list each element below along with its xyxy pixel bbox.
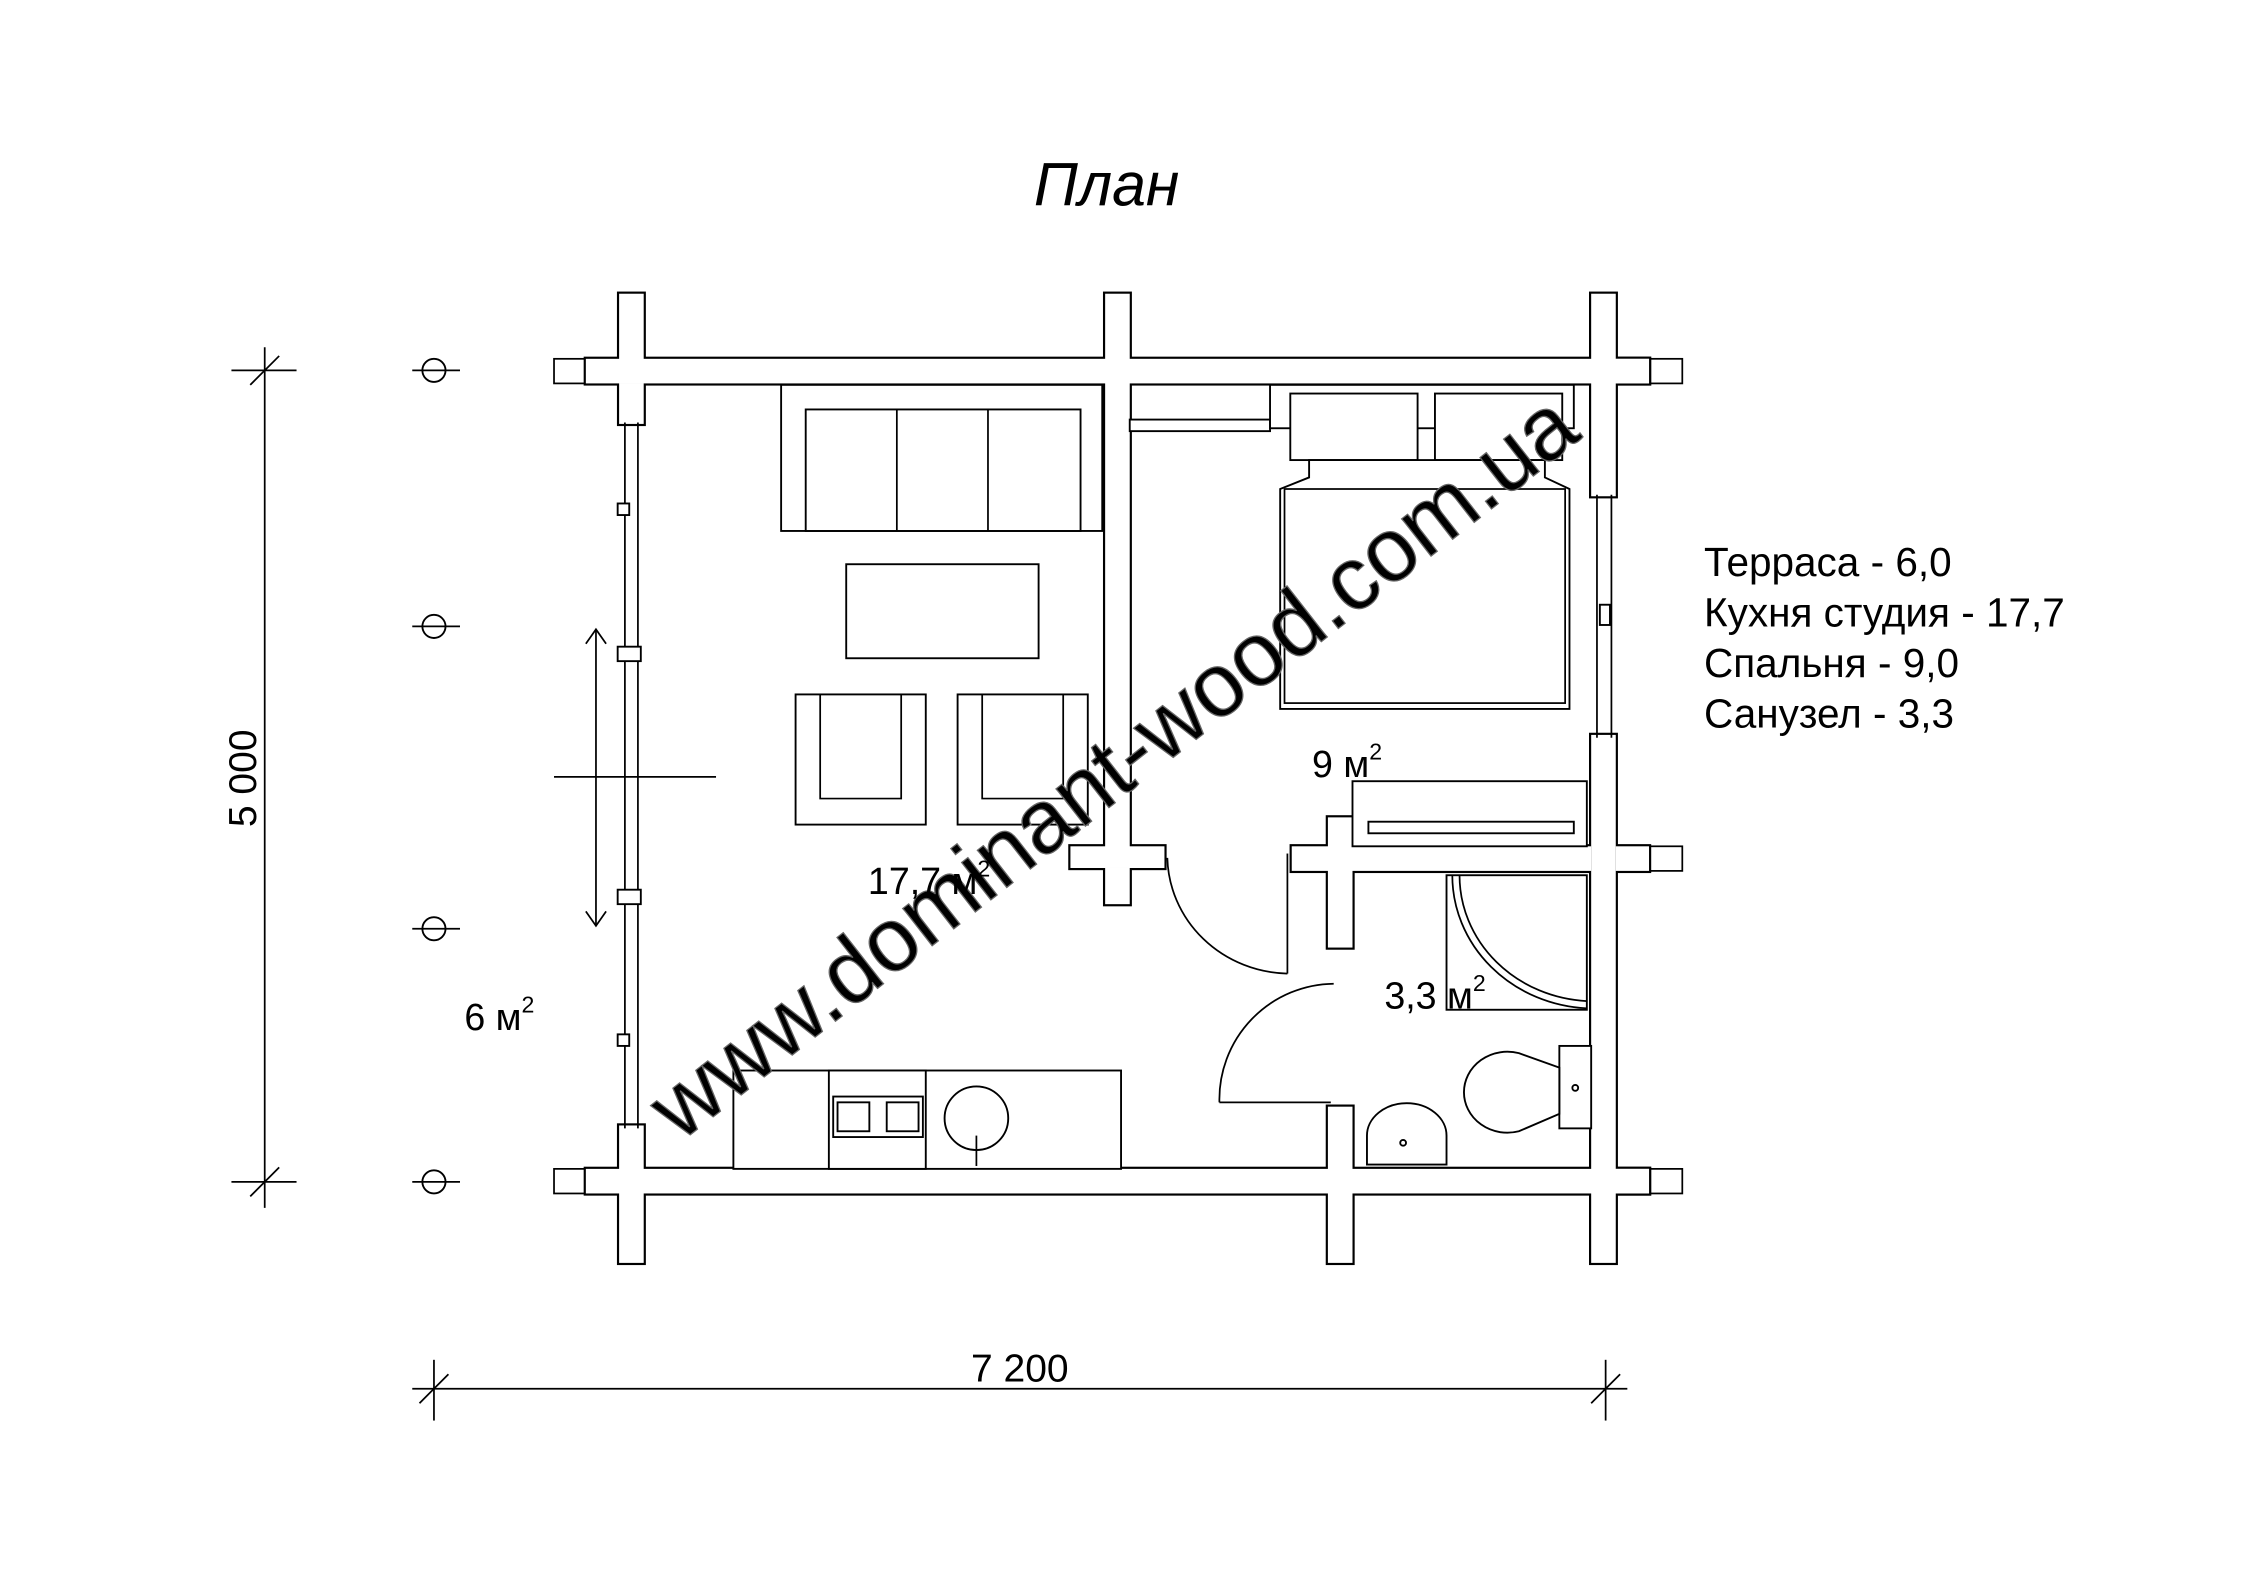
wall-segment	[585, 1168, 1650, 1194]
wall-segment	[619, 1125, 644, 1263]
dimension-height-label: 5 000	[222, 729, 265, 827]
window-right	[1596, 494, 1613, 738]
wall-segment	[619, 293, 644, 384]
toilet	[1463, 1044, 1593, 1134]
plan-title: План	[1034, 150, 1180, 218]
wall-segment	[619, 383, 644, 424]
wall-segment	[1615, 358, 1650, 384]
dimension-width: 7 200	[412, 1348, 1628, 1421]
shower	[1445, 874, 1588, 1011]
terrace-posts	[412, 357, 460, 1195]
kitchen-counter	[732, 1069, 1122, 1170]
wall-segment	[1591, 293, 1616, 497]
coffee-table	[845, 563, 1040, 660]
room-label-bathroom: 3,3 м2	[1384, 970, 1485, 1016]
room-label-terrace: 6 м2	[464, 992, 534, 1038]
wall-segment	[1105, 867, 1130, 905]
armchair	[956, 693, 1089, 826]
wall-segment	[1105, 293, 1130, 854]
room-label-bedroom: 9 м2	[1312, 739, 1382, 785]
radiator-bench	[1351, 780, 1588, 848]
wall-segment	[1327, 817, 1353, 948]
area-legend: Терраса - 6,0 Кухня студия - 17,7 Спальн…	[1704, 539, 2065, 737]
wall-segment	[1327, 1106, 1353, 1263]
door-bathroom[interactable]	[1218, 982, 1334, 1104]
dimension-width-label: 7 200	[971, 1348, 1069, 1391]
sofa	[780, 383, 1104, 532]
legend-item: Кухня студия - 17,7	[1704, 589, 2065, 635]
armchair	[794, 693, 927, 826]
legend-item: Терраса - 6,0	[1704, 539, 1952, 585]
section-marker	[554, 627, 717, 928]
wall-segment	[1615, 1168, 1650, 1194]
legend-item: Санузел - 3,3	[1704, 691, 1954, 737]
wall-segment	[1591, 734, 1616, 1263]
room-label-kitchen: 17,7 м2	[868, 856, 990, 902]
log-ends	[553, 357, 1684, 1195]
shelf	[1128, 418, 1271, 433]
walls	[583, 291, 1652, 1266]
legend-item: Спальня - 9,0	[1704, 640, 1959, 686]
dimension-height: 5 000	[222, 347, 297, 1208]
washbasin	[1366, 1102, 1448, 1166]
bed	[1269, 383, 1575, 710]
wall-segment	[1615, 846, 1650, 871]
window-left	[616, 422, 642, 1129]
wall-segment	[1070, 846, 1165, 868]
door-bedroom[interactable]	[1166, 853, 1289, 975]
